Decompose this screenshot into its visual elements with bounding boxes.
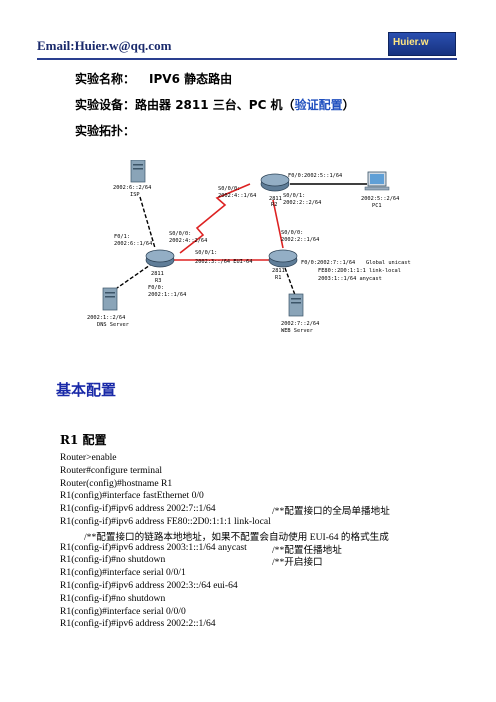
r3-s001-label: S0/0/1: <box>195 250 217 256</box>
r3-f01-address: 2002:6::1/64 <box>114 241 152 247</box>
code-comment: /**配置接口的全局单播地址 <box>272 506 390 518</box>
r2-s000-address: 2002:4::1/64 <box>218 193 256 199</box>
code-line: Router(config)#hostname R1 <box>60 478 389 491</box>
code-line: R1(config)#interface serial 0/0/0 <box>60 606 389 619</box>
experiment-name-value: IPV6 静态路由 <box>149 72 233 86</box>
r2-router-icon <box>260 173 290 192</box>
email-label: Email: <box>37 38 75 53</box>
code-command: R1(config-if)#ipv6 address 2002:2::1/64 <box>60 618 216 630</box>
r1-s000-address: 2002:2::1/64 <box>281 237 319 243</box>
pc1-computer-icon <box>364 171 390 191</box>
r1-global-label: Global unicast <box>366 260 411 266</box>
pc1-name: PC1 <box>372 203 382 209</box>
r2-s000-label: S0/0/0: <box>218 186 240 192</box>
experiment-devices-end: ） <box>342 98 355 112</box>
web-address: 2002:7::2/64 <box>281 321 319 327</box>
r3-dns-link <box>116 262 154 289</box>
code-line: R1(config)#interface fastEthernet 0/0 <box>60 490 389 503</box>
email-value[interactable]: Huier.w@qq.com <box>74 38 172 53</box>
experiment-name-label: 实验名称： <box>75 72 136 86</box>
r2-name: R2 <box>271 202 277 208</box>
experiment-topology-label: 实验拓扑： <box>75 124 136 138</box>
r3-f00-label: F0/0: <box>148 285 164 291</box>
r1-model: 2811 <box>272 268 285 274</box>
basic-config-heading: 基本配置 <box>56 381 117 399</box>
code-command: R1(config)#interface serial 0/0/1 <box>60 567 186 579</box>
logo-text: Huier.w <box>393 37 429 48</box>
code-command: R1(config-if)#ipv6 address 2003:1::1/64 … <box>60 541 247 553</box>
r1-config-heading: R1 配置 <box>60 433 107 447</box>
r3-s000-address: 2002:4::2/64 <box>169 238 207 244</box>
r3-f01-label: F0/1: <box>114 234 130 240</box>
r3-s001-address: 2002:3::/64 EUI-64 <box>195 259 252 265</box>
code-comment: /**配置任播地址 <box>272 544 342 556</box>
code-line: Router#configure terminal <box>60 465 389 478</box>
code-line: R1(config-if)#ipv6 address 2002:7::1/64 /… <box>60 503 390 518</box>
code-command: Router>enable <box>60 452 117 463</box>
experiment-name-line: 实验名称： IPV6 静态路由 <box>75 70 232 87</box>
code-line: R1(config-if)#ipv6 address FE80::2D0:1:1… <box>60 516 389 529</box>
code-command: R1(config-if)#no shutdown <box>60 592 166 604</box>
isp-server-icon <box>130 160 146 183</box>
r2-s001-label: S0/0/1: <box>283 193 305 199</box>
code-comment: /**开启接口 <box>272 557 323 569</box>
code-command: R1(config)#interface serial 0/0/0 <box>60 605 186 617</box>
isp-name: ISP <box>130 192 140 198</box>
code-line: /**配置接口的链路本地地址，如果不配置会自动使用 EUI-64 的格式生成 <box>60 529 389 543</box>
r2-f00-label: F0/0:2002:5::1/64 <box>288 173 342 179</box>
r1-name: R1 <box>275 275 281 281</box>
code-command: R1(config)#interface fastEthernet 0/0 <box>60 490 204 502</box>
r3-r2-link <box>179 183 251 254</box>
r2-model: 2811 <box>269 196 282 202</box>
code-command: R1(config-if)#ipv6 address 2002:3::/64 e… <box>60 579 238 591</box>
pc1-address: 2002:5::2/64 <box>361 196 399 202</box>
code-command: R1(config-if)#no shutdown <box>60 554 166 566</box>
code-command: Router#configure terminal <box>60 464 163 476</box>
web-name: WEB Server <box>281 328 313 334</box>
r1-linklocal-label: FE80::2D0:1:1:1 link-local <box>318 268 401 274</box>
code-command: Router(config)#hostname R1 <box>60 477 173 489</box>
experiment-devices-line: 实验设备：路由器 2811 三台、PC 机（验证配置） <box>75 96 355 113</box>
code-line: R1(config-if)#ipv6 address 2002:2::1/64 <box>60 618 389 631</box>
web-server-icon <box>288 293 304 317</box>
r1-web-link <box>284 267 296 296</box>
verify-config-link[interactable]: 验证配置 <box>294 98 343 112</box>
header-logo: Huier.w <box>388 32 456 56</box>
code-line: R1(config-if)#ipv6 address 2003:1::1/64 … <box>60 541 389 556</box>
r1-router-icon <box>268 249 298 268</box>
dns-address: 2002:1::2/64 <box>87 315 125 321</box>
dns-server-icon <box>102 287 118 311</box>
header-divider <box>37 58 457 60</box>
code-line: R1(config)#interface serial 0/0/1 <box>60 567 389 580</box>
code-note: /**配置接口的链路本地地址，如果不配置会自动使用 EUI-64 的格式生成 <box>84 531 389 543</box>
r1-anycast-label: 2003:1::1/64 anycast <box>318 276 382 282</box>
r3-s000-label: S0/0/0: <box>169 231 191 237</box>
code-line: Router>enable <box>60 452 389 465</box>
header-email: Email:Huier.w@qq.com <box>37 38 171 54</box>
r2-r1-link <box>272 199 284 249</box>
experiment-devices-label: 实验设备： <box>75 98 136 112</box>
r2-s001-address: 2002:2::2/64 <box>283 200 321 206</box>
r3-model: 2811 <box>151 271 164 277</box>
code-line: R1(config-if)#no shutdown <box>60 593 389 606</box>
code-line: R1(config-if)#no shutdown /**开启接口 <box>60 554 389 569</box>
experiment-devices-value: 路由器 2811 三台、PC 机（ <box>135 98 295 112</box>
r3-router-icon <box>145 249 175 268</box>
isp-r3-link <box>139 196 156 249</box>
code-command: R1(config-if)#ipv6 address 2002:7::1/64 <box>60 503 216 515</box>
topology-diagram: 2002:6::2/64 ISP 2811 R2 S0/0/0: 2002:4:… <box>87 160 411 334</box>
code-command: R1(config-if)#ipv6 address FE80::2D0:1:1… <box>60 515 271 527</box>
r3-f00-address: 2002:1::1/64 <box>148 292 186 298</box>
r1-f00-label: F0/0:2002:7::1/64 <box>301 260 355 266</box>
code-line: R1(config-if)#ipv6 address 2002:3::/64 e… <box>60 580 389 593</box>
isp-address: 2002:6::2/64 <box>113 185 151 191</box>
r1-s000-label: S0/0/0: <box>281 230 303 236</box>
r3-name: R3 <box>155 278 161 284</box>
dns-name: DNS Server <box>97 322 129 328</box>
